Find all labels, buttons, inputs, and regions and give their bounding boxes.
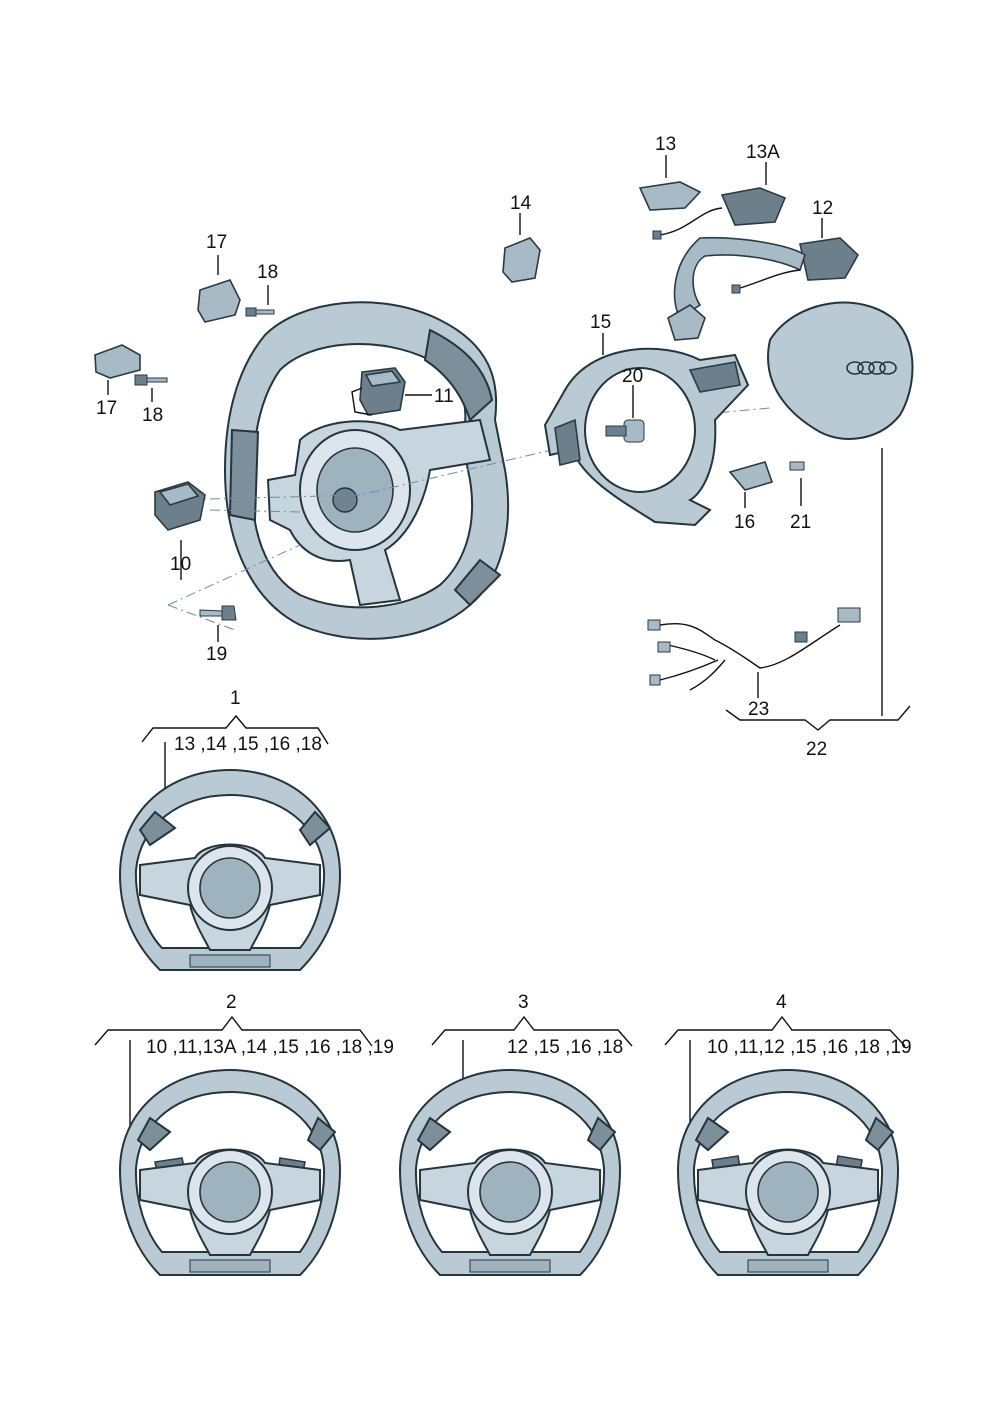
- part-23-wiring-harness: [647, 607, 861, 698]
- variant-3-number: 3: [518, 992, 529, 1013]
- part-15-cover: [543, 333, 750, 527]
- variant-1-number: 1: [230, 688, 241, 709]
- part-21-clip: [789, 461, 805, 506]
- part-17-cap-upper: [197, 255, 241, 323]
- variant-1-parts: 13 ,14 ,15 ,16 ,18: [174, 734, 322, 755]
- variant-3-parts: 12 ,15 ,16 ,18: [507, 1037, 623, 1058]
- part-14-button: [502, 213, 541, 283]
- part-18-screw-upper: [245, 285, 275, 317]
- part-18-screw-lower: [134, 374, 168, 402]
- label-part-20: 20: [622, 366, 643, 387]
- part-11-module: [351, 367, 432, 416]
- bracket-22: [725, 705, 911, 731]
- label-part-16: 16: [734, 512, 755, 533]
- label-part-14: 14: [510, 193, 532, 214]
- label-part-23: 23: [748, 699, 769, 720]
- airbag-unit: [767, 301, 914, 716]
- label-part-11: 11: [434, 386, 454, 407]
- part-12-control-with-cable: [667, 218, 860, 341]
- label-part-21: 21: [790, 512, 811, 533]
- part-13a-paddle-with-cable: [652, 162, 787, 240]
- variant-3-wheel: [398, 1015, 633, 1276]
- label-part-13a: 13A: [746, 142, 780, 163]
- variant-4-parts: 10 ,11,12 ,15 ,16 ,18 ,19: [707, 1037, 912, 1058]
- main-steering-wheel: [223, 301, 510, 640]
- part-10-module: [154, 481, 206, 580]
- label-part-22: 22: [806, 739, 827, 760]
- label-part-13: 13: [655, 134, 676, 155]
- label-part-12: 12: [812, 198, 833, 219]
- variant-2-wheel: [94, 1015, 373, 1276]
- part-17-cap-lower: [94, 344, 141, 395]
- variant-4-wheel: [664, 1015, 906, 1276]
- label-part-19: 19: [206, 644, 227, 665]
- variant-4-number: 4: [776, 992, 787, 1013]
- four-rings-logo: [846, 361, 897, 375]
- part-16-trim: [728, 461, 774, 508]
- part-20-bolt: [605, 385, 645, 443]
- variant-1-wheel: [118, 714, 342, 971]
- label-part-17-upper: 17: [206, 232, 227, 253]
- part-13-paddle: [638, 155, 702, 211]
- part-19-screw: [199, 605, 237, 642]
- variant-2-parts: 10 ,11,13A ,14 ,15 ,16 ,18 ,19: [146, 1037, 394, 1058]
- label-part-18-upper: 18: [257, 262, 278, 283]
- label-part-17-lower: 17: [96, 398, 117, 419]
- label-part-18-lower: 18: [142, 405, 163, 426]
- variant-2-number: 2: [226, 992, 237, 1013]
- label-part-15: 15: [590, 312, 611, 333]
- label-part-10: 10: [170, 554, 191, 575]
